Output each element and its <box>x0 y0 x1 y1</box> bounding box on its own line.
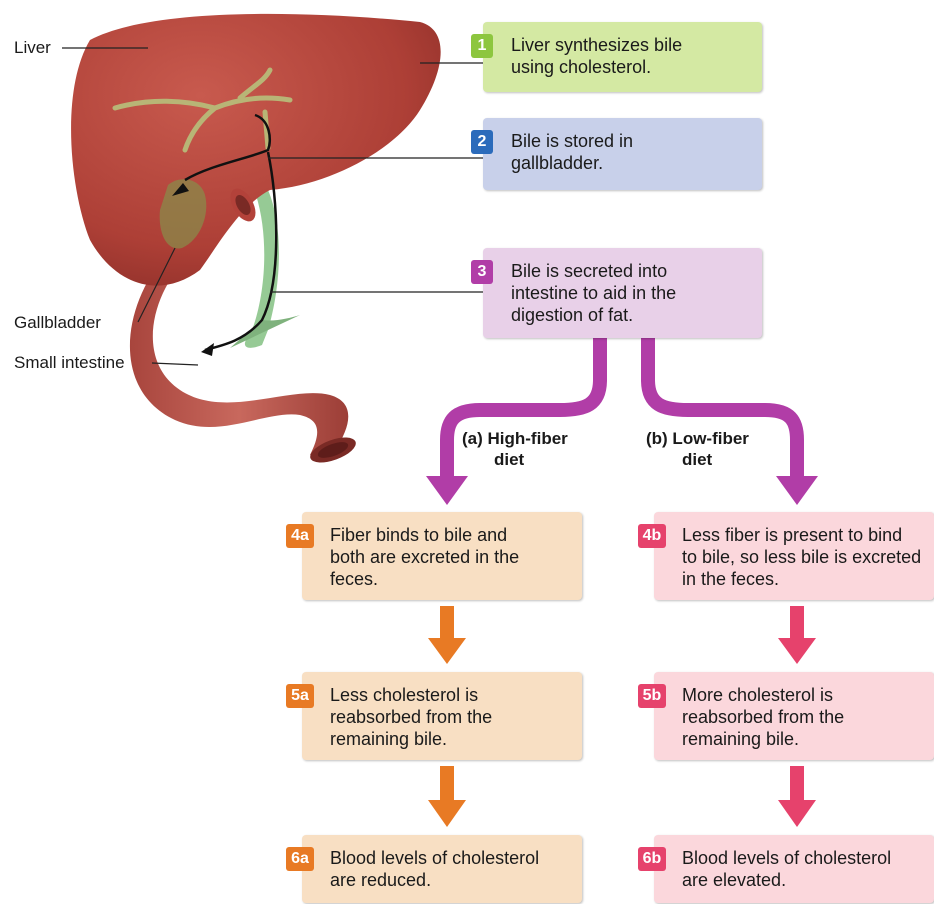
step-4a-badge: 4a <box>286 524 314 548</box>
low-fiber-label-line1: (b) Low-fiber <box>646 428 749 449</box>
liver-shape <box>71 14 441 286</box>
step-5a-badge: 5a <box>286 684 314 708</box>
step-1-text: Liver synthesizes bile using cholesterol… <box>511 34 711 78</box>
step-3-text: Bile is secreted into intestine to aid i… <box>511 260 701 326</box>
step-2-text: Bile is stored in gallbladder. <box>511 130 661 174</box>
liver-label: Liver <box>14 38 51 58</box>
step-6a-box: 6a Blood levels of cholesterol are reduc… <box>302 835 582 903</box>
low-fiber-label-line2: diet <box>646 449 749 470</box>
step-3-box: 3 Bile is secreted into intestine to aid… <box>483 248 762 338</box>
step-5a-box: 5a Less cholesterol is reabsorbed from t… <box>302 672 582 760</box>
step-5b-box: 5b More cholesterol is reabsorbed from t… <box>654 672 934 760</box>
branch-b-arrowhead <box>776 476 818 505</box>
step-5b-badge: 5b <box>638 684 666 708</box>
step-6b-box: 6b Blood levels of cholesterol are eleva… <box>654 835 934 903</box>
step-6b-text: Blood levels of cholesterol are elevated… <box>682 847 922 891</box>
step-5b-text: More cholesterol is reabsorbed from the … <box>682 684 882 750</box>
high-fiber-label-line2: diet <box>462 449 568 470</box>
step-3-badge: 3 <box>471 260 493 284</box>
step-6a-text: Blood levels of cholesterol are reduced. <box>330 847 560 891</box>
step-2-badge: 2 <box>471 130 493 154</box>
step-4b-box: 4b Less fiber is present to bind to bile… <box>654 512 934 600</box>
step-6a-badge: 6a <box>286 847 314 871</box>
step-4a-box: 4a Fiber binds to bile and both are excr… <box>302 512 582 600</box>
step-4a-text: Fiber binds to bile and both are excrete… <box>330 524 520 590</box>
high-fiber-label-line1: (a) High-fiber <box>462 428 568 449</box>
gallbladder-label: Gallbladder <box>14 313 101 333</box>
step-2-box: 2 Bile is stored in gallbladder. <box>483 118 762 190</box>
step-5a-text: Less cholesterol is reabsorbed from the … <box>330 684 510 750</box>
step-4b-badge: 4b <box>638 524 666 548</box>
low-fiber-label: (b) Low-fiber diet <box>646 428 749 470</box>
step-6b-badge: 6b <box>638 847 666 871</box>
high-fiber-label: (a) High-fiber diet <box>462 428 568 470</box>
small-intestine-label: Small intestine <box>14 353 125 373</box>
branch-a-arrowhead <box>426 476 468 505</box>
step-1-badge: 1 <box>471 34 493 58</box>
step-4b-text: Less fiber is present to bind to bile, s… <box>682 524 922 590</box>
step-1-box: 1 Liver synthesizes bile using cholester… <box>483 22 762 92</box>
